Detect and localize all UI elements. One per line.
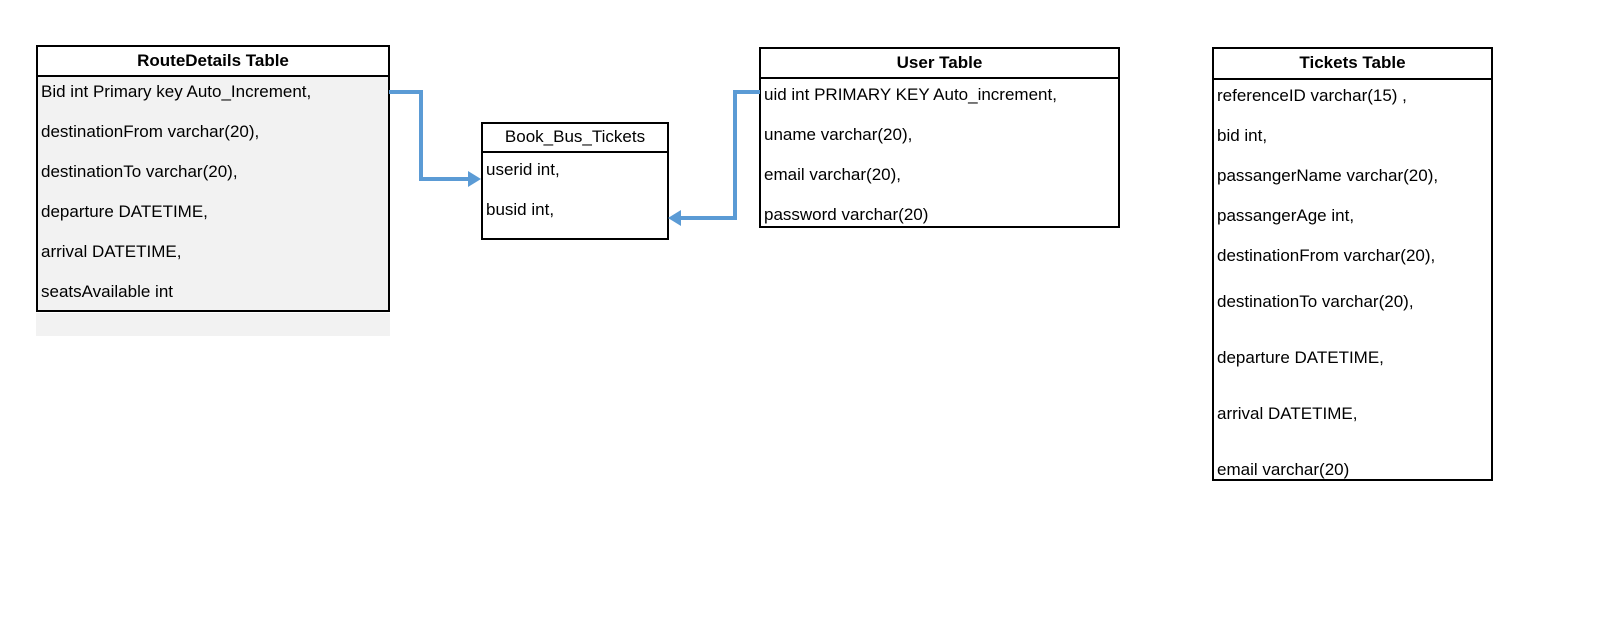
arrowhead-left-icon — [668, 210, 681, 226]
entity-table-book-bus-tickets[interactable]: Book_Bus_Tickets userid int, busid int, — [481, 122, 669, 240]
entity-field: userid int, — [486, 160, 560, 179]
entity-field: arrival DATETIME, — [1217, 404, 1358, 423]
entity-table-route-details[interactable]: RouteDetails Table Bid int Primary key A… — [36, 45, 390, 312]
entity-table-user[interactable]: User Table uid int PRIMARY KEY Auto_incr… — [759, 47, 1120, 228]
connector-route-details-to-book-bus-tickets-segment — [389, 90, 423, 94]
entity-field: passangerName varchar(20), — [1217, 166, 1439, 185]
entity-field: uid int PRIMARY KEY Auto_increment, — [764, 85, 1057, 104]
connector-route-details-to-book-bus-tickets-segment — [419, 90, 423, 181]
entity-field-list-tickets: referenceID varchar(15) , bid int, passa… — [1214, 80, 1491, 504]
entity-table-tickets[interactable]: Tickets Table referenceID varchar(15) , … — [1212, 47, 1493, 481]
entity-field: destinationFrom varchar(20), — [1217, 246, 1436, 265]
entity-field: passangerAge int, — [1217, 206, 1355, 225]
connector-route-details-to-book-bus-tickets-segment — [419, 177, 469, 181]
entity-field-list-book-bus-tickets: userid int, busid int, — [483, 153, 667, 233]
entity-field-list-user: uid int PRIMARY KEY Auto_increment, unam… — [761, 79, 1118, 239]
entity-field: email varchar(20), — [764, 165, 901, 184]
entity-field: destinationTo varchar(20), — [1217, 292, 1414, 311]
entity-table-shaded-extension-route-details — [36, 313, 390, 336]
entity-field: referenceID varchar(15) , — [1217, 86, 1407, 105]
entity-field: departure DATETIME, — [41, 202, 208, 221]
entity-field: password varchar(20) — [764, 205, 929, 224]
entity-field: bid int, — [1217, 126, 1268, 145]
entity-field: destinationFrom varchar(20), — [41, 122, 260, 141]
entity-field: departure DATETIME, — [1217, 348, 1384, 367]
entity-table-title-tickets: Tickets Table — [1214, 49, 1491, 80]
entity-field: arrival DATETIME, — [41, 242, 182, 261]
entity-field-list-route-details: Bid int Primary key Auto_Increment, dest… — [38, 77, 388, 318]
entity-table-title-route-details: RouteDetails Table — [38, 47, 388, 77]
entity-field: destinationTo varchar(20), — [41, 162, 238, 181]
connector-user-to-book-bus-tickets-segment — [681, 216, 737, 220]
entity-table-title-user: User Table — [761, 49, 1118, 79]
entity-field: seatsAvailable int — [41, 282, 173, 301]
connector-user-to-book-bus-tickets-segment — [733, 90, 737, 220]
connector-user-to-book-bus-tickets-segment — [733, 90, 760, 94]
entity-field: busid int, — [486, 200, 555, 219]
entity-table-title-book-bus-tickets: Book_Bus_Tickets — [483, 124, 667, 153]
arrowhead-right-icon — [468, 171, 481, 187]
entity-field: Bid int Primary key Auto_Increment, — [41, 82, 312, 101]
entity-field: email varchar(20) — [1217, 460, 1350, 479]
entity-field: uname varchar(20), — [764, 125, 913, 144]
